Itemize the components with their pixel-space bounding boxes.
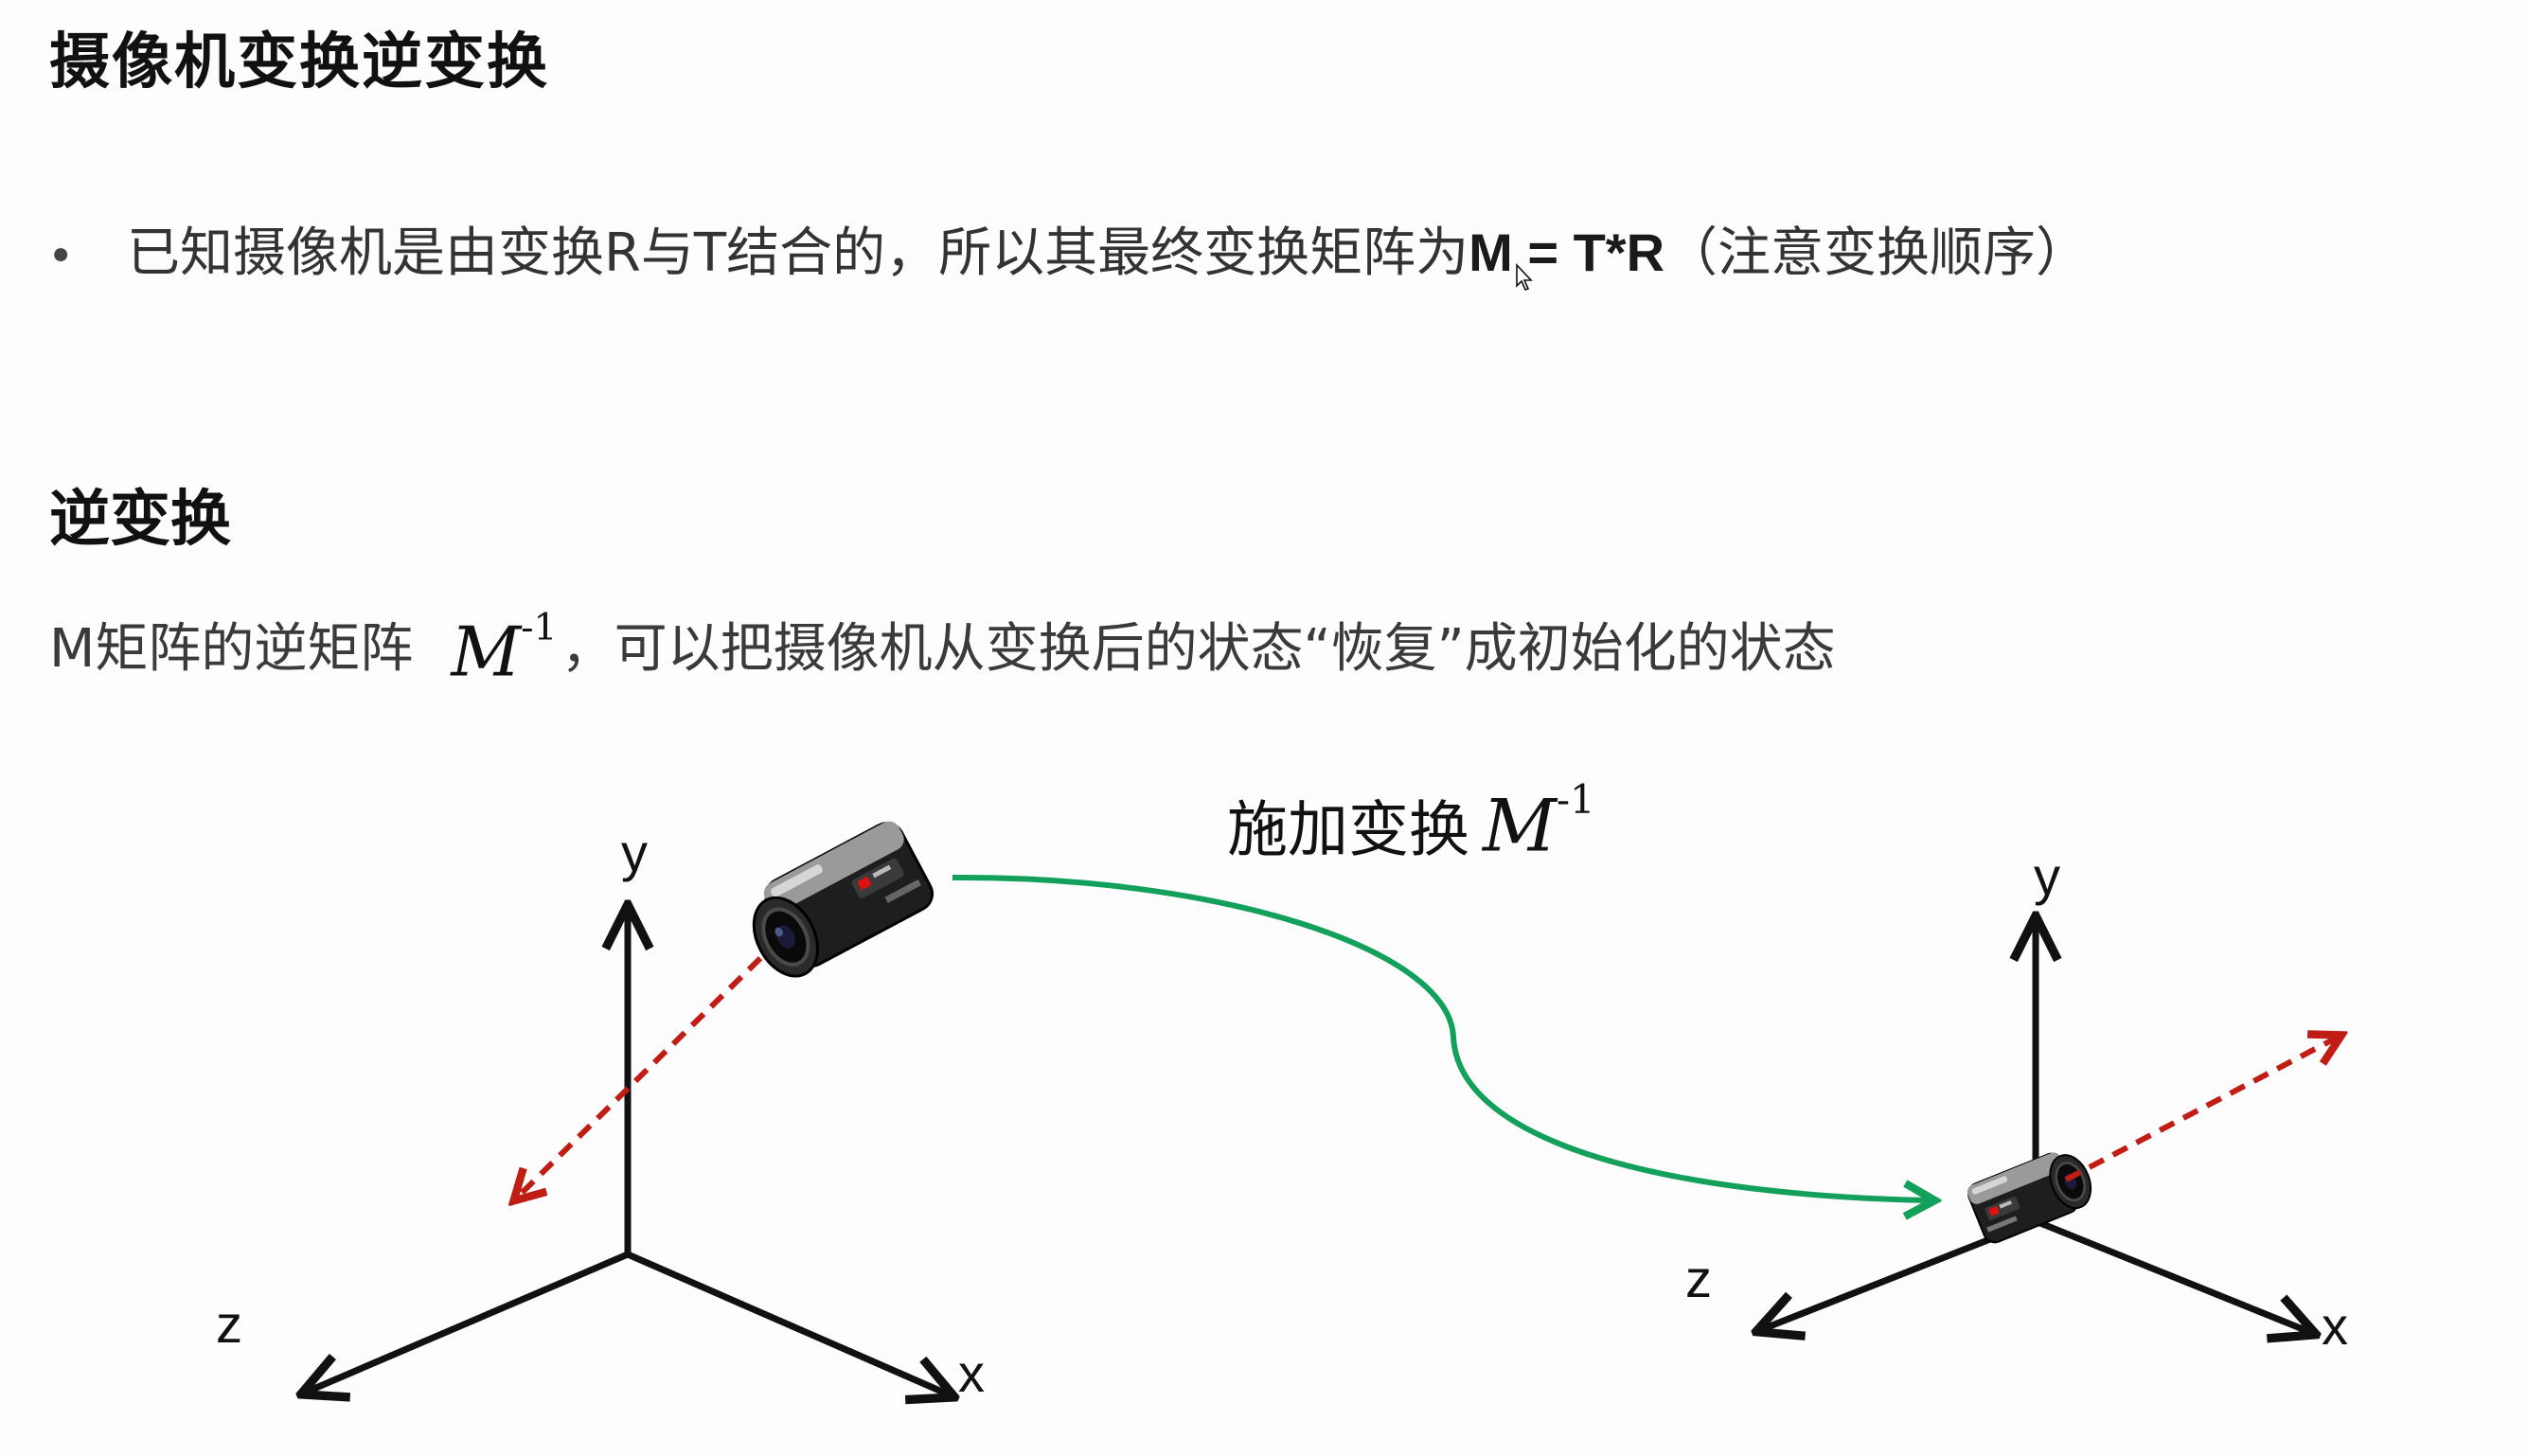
- right-axes: y z x: [1685, 846, 2348, 1356]
- video-camera-icon: [1967, 1152, 2092, 1244]
- left-x-label: x: [958, 1343, 985, 1403]
- bullet-formula: M = T*R: [1469, 222, 1665, 282]
- right-view-direction: [2064, 1037, 2339, 1182]
- video-camera-icon: [752, 821, 935, 978]
- transform-label-text: 施加变换: [1227, 795, 1469, 866]
- right-x-label: x: [2322, 1296, 2348, 1356]
- left-x-axis: [626, 1251, 951, 1395]
- left-axes: y z x: [216, 823, 985, 1403]
- right-y-label: y: [2034, 846, 2060, 906]
- left-view-direction: [516, 918, 801, 1199]
- bullet-text: 已知摄像机是由变换R与T结合的，所以其最终变换矩阵为: [127, 222, 1469, 284]
- math-superscript: -1: [521, 606, 558, 650]
- mouse-cursor-icon: [1516, 263, 1533, 291]
- left-z-label: z: [216, 1294, 242, 1354]
- description-suffix: ，可以把摄像机从变换后的状态“恢复”成初始化的状态: [561, 618, 1836, 680]
- transform-formula: M-1: [1483, 776, 1595, 868]
- left-z-axis: [305, 1251, 630, 1393]
- transform-arc: [952, 874, 1932, 1200]
- right-z-label: z: [1685, 1249, 1712, 1308]
- bullet-dot: •: [47, 229, 75, 283]
- right-x-axis: [2034, 1217, 2312, 1333]
- inverse-matrix-formula: M-1: [451, 606, 557, 692]
- left-y-label: y: [621, 823, 648, 882]
- bullet-note: （注意变换顺序）: [1665, 222, 2090, 284]
- transform-math-base: M: [1483, 783, 1557, 868]
- page-title: 摄像机变换逆变换: [49, 27, 549, 98]
- section-title: 逆变换: [49, 485, 231, 555]
- math-base: M: [451, 613, 522, 692]
- transform-math-superscript: -1: [1556, 776, 1595, 823]
- description-prefix: M矩阵的逆矩阵: [49, 618, 414, 680]
- bullet-item: • 已知摄像机是由变换R与T结合的，所以其最终变换矩阵为M = T*R（注意变换顺…: [47, 210, 2089, 287]
- description: M矩阵的逆矩阵 M-1，可以把摄像机从变换后的状态“恢复”成初始化的状态: [49, 606, 1836, 692]
